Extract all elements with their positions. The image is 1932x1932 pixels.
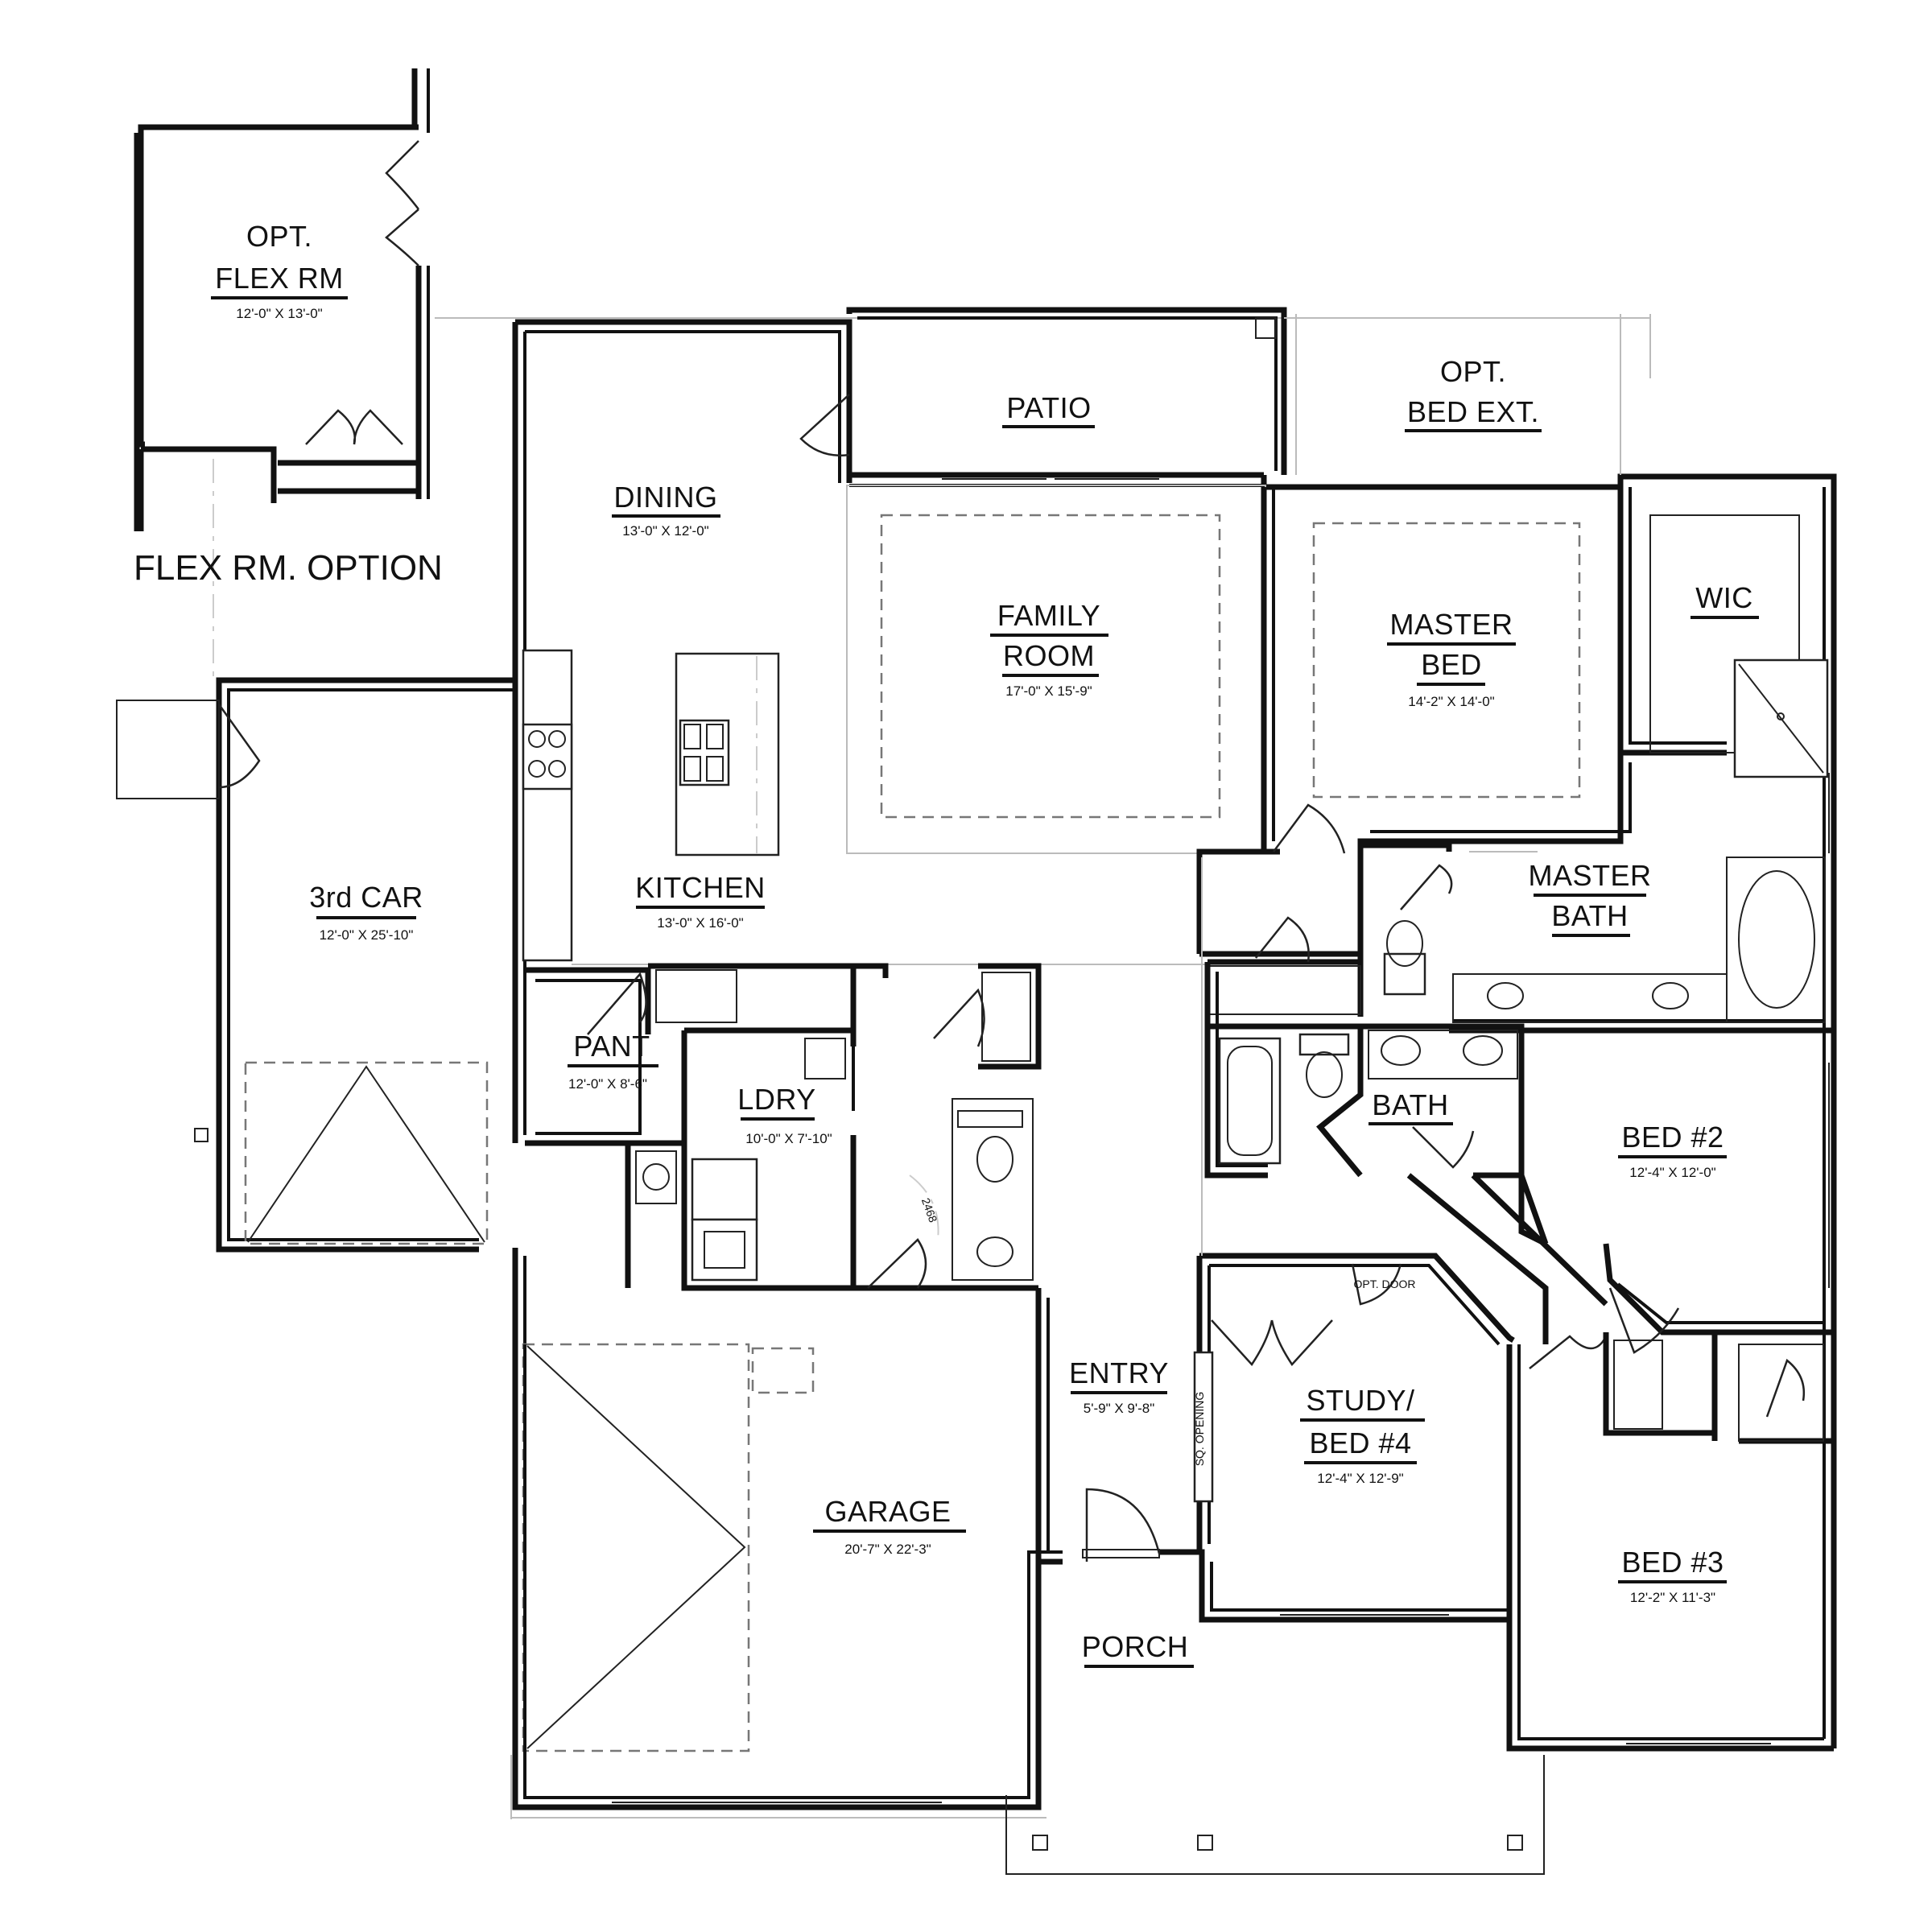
third-car-walls xyxy=(116,677,515,1253)
svg-text:13'-0" X 12'-0": 13'-0" X 12'-0" xyxy=(622,523,708,539)
dining-label: DINING 13'-0" X 12'-0" xyxy=(612,481,720,539)
svg-text:12'-4" X 12'-9": 12'-4" X 12'-9" xyxy=(1317,1471,1403,1486)
porch-label: PORCH xyxy=(1082,1630,1194,1668)
svg-text:FLEX RM: FLEX RM xyxy=(215,262,344,295)
master-suite-walls xyxy=(1196,487,1727,1017)
svg-text:13'-0" X 16'-0": 13'-0" X 16'-0" xyxy=(657,915,743,931)
svg-text:12'-2" X 11'-3": 12'-2" X 11'-3" xyxy=(1630,1590,1715,1605)
bath-label: BATH xyxy=(1368,1088,1453,1125)
svg-text:DINING: DINING xyxy=(614,481,718,514)
bed2-walls xyxy=(1518,1030,1834,1354)
svg-text:12'-0" X 8'-6": 12'-0" X 8'-6" xyxy=(568,1076,647,1092)
pantry-label: PANT 12'-0" X 8'-6" xyxy=(568,1030,658,1092)
hallway-diagonal xyxy=(1406,1173,1834,1444)
svg-text:ROOM: ROOM xyxy=(1003,639,1095,672)
svg-text:GARAGE: GARAGE xyxy=(824,1495,951,1528)
patio-area xyxy=(846,307,1651,475)
svg-text:14'-2" X 14'-0": 14'-2" X 14'-0" xyxy=(1408,694,1494,709)
bath-walls xyxy=(1204,962,1525,1179)
family-room-label: FAMILY ROOM 17'-0" X 15'-9" xyxy=(990,599,1108,699)
svg-text:BATH: BATH xyxy=(1372,1088,1448,1121)
opt-door-note: OPT. DOOR xyxy=(1353,1278,1415,1290)
svg-text:20'-7" X 22'-3": 20'-7" X 22'-3" xyxy=(844,1542,931,1557)
entry-label: ENTRY 5'-9" X 9'-8" xyxy=(1069,1356,1169,1416)
svg-text:OPT.: OPT. xyxy=(1440,355,1506,388)
svg-text:LDRY: LDRY xyxy=(737,1083,815,1116)
flex-option-title: FLEX RM. OPTION xyxy=(134,548,443,588)
svg-text:BED #4: BED #4 xyxy=(1309,1426,1411,1459)
flex-room-label: OPT. FLEX RM 12'-0" X 13'-0" xyxy=(211,220,348,321)
svg-text:BED #3: BED #3 xyxy=(1621,1546,1724,1579)
entry-drawing xyxy=(1035,1288,1161,1562)
study-label: STUDY/ BED #4 12'-4" X 12'-9" xyxy=(1300,1384,1425,1486)
window-marks xyxy=(612,478,1830,1803)
svg-text:KITCHEN: KITCHEN xyxy=(635,871,766,904)
svg-text:12'-0" X 13'-0": 12'-0" X 13'-0" xyxy=(236,306,322,321)
hall-closets xyxy=(1207,916,1361,1015)
door-size-note: 2468 xyxy=(919,1196,940,1224)
svg-text:ENTRY: ENTRY xyxy=(1069,1356,1169,1389)
master-bed-label: MASTER BED 14'-2" X 14'-0" xyxy=(1387,608,1516,709)
svg-text:BATH: BATH xyxy=(1551,899,1628,932)
svg-text:PORCH: PORCH xyxy=(1082,1630,1189,1663)
svg-text:BED EXT.: BED EXT. xyxy=(1407,395,1539,428)
kitchen-label: KITCHEN 13'-0" X 16'-0" xyxy=(635,871,766,931)
svg-text:12'-0" X 25'-10": 12'-0" X 25'-10" xyxy=(320,927,414,943)
svg-text:MASTER: MASTER xyxy=(1389,608,1513,641)
svg-text:OPT.: OPT. xyxy=(246,220,312,253)
svg-text:PANT: PANT xyxy=(573,1030,650,1063)
sq-opening-note: SQ. OPENING xyxy=(1193,1392,1206,1467)
svg-text:17'-0" X 15'-9": 17'-0" X 15'-9" xyxy=(1005,683,1092,699)
bed-ext-label: OPT. BED EXT. xyxy=(1405,355,1542,432)
wic-label: WIC xyxy=(1690,581,1759,619)
garage-drawing xyxy=(522,1343,815,1798)
laundry-label: LDRY 10'-0" X 7'-10" xyxy=(737,1083,832,1146)
svg-text:MASTER: MASTER xyxy=(1528,859,1651,892)
svg-text:STUDY/: STUDY/ xyxy=(1306,1384,1414,1417)
bed2-label: BED #2 12'-4" X 12'-0" xyxy=(1618,1121,1727,1180)
svg-text:BED #2: BED #2 xyxy=(1621,1121,1724,1154)
svg-text:3rd CAR: 3rd CAR xyxy=(309,881,423,914)
garage-label: GARAGE 20'-7" X 22'-3" xyxy=(813,1495,966,1557)
svg-text:WIC: WIC xyxy=(1695,581,1752,614)
bed3-label: BED #3 12'-2" X 11'-3" xyxy=(1618,1546,1727,1605)
svg-text:PATIO: PATIO xyxy=(1006,391,1091,424)
patio-label: PATIO xyxy=(1002,391,1095,428)
pantry-laundry-walls xyxy=(525,963,1042,1291)
master-bath-label: MASTER BATH xyxy=(1528,859,1651,937)
svg-text:12'-4" X 12'-0": 12'-4" X 12'-0" xyxy=(1629,1165,1715,1180)
svg-text:5'-9" X 9'-8": 5'-9" X 9'-8" xyxy=(1084,1401,1155,1416)
study-walls xyxy=(1193,857,1515,1554)
svg-text:10'-0" X 7'-10": 10'-0" X 7'-10" xyxy=(745,1131,832,1146)
third-car-label: 3rd CAR 12'-0" X 25'-10" xyxy=(309,881,423,943)
half-bath-drawing: 2468 xyxy=(867,1098,1034,1289)
svg-text:FAMILY: FAMILY xyxy=(997,599,1100,632)
wic-drawing xyxy=(1649,514,1829,778)
kitchen-fixtures xyxy=(522,649,1208,965)
svg-text:BED: BED xyxy=(1421,648,1482,681)
porch-drawing xyxy=(1005,1755,1545,1875)
